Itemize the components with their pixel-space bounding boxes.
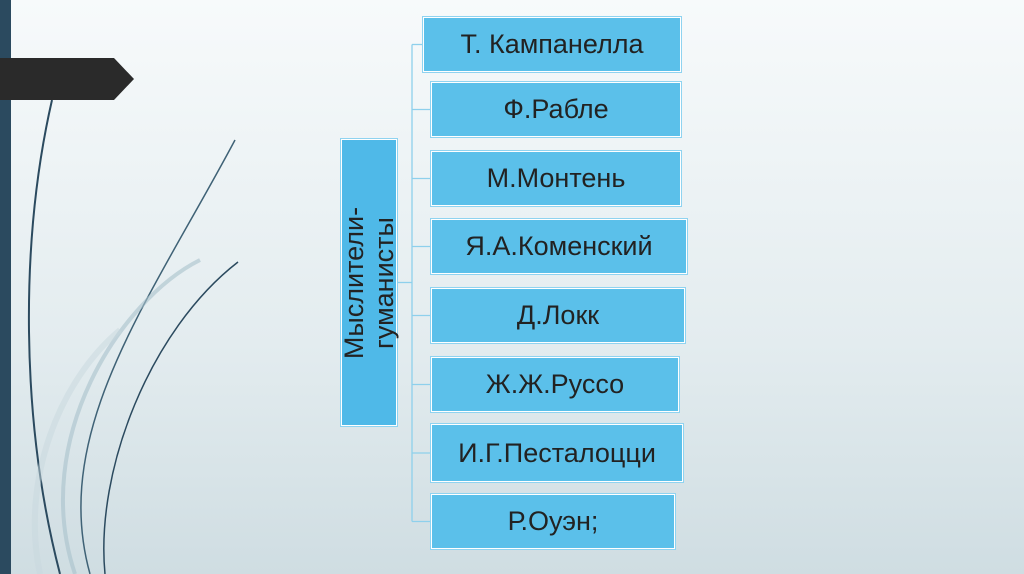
item-box-4: Я.А.Коменский bbox=[431, 219, 687, 274]
item-box-2: Ф.Рабле bbox=[431, 82, 681, 137]
root-label-line1: Мыслители- bbox=[339, 206, 369, 359]
root-label-line2: гуманисты bbox=[369, 216, 399, 349]
arrow-tab-icon bbox=[0, 58, 134, 100]
item-box-6: Ж.Ж.Руссо bbox=[431, 357, 679, 412]
item-box-5: Д.Локк bbox=[431, 288, 685, 343]
root-box: Мыслители- гуманисты bbox=[339, 139, 399, 426]
item-box-1: Т. Кампанелла bbox=[423, 17, 681, 72]
item-box-3: М.Монтень bbox=[431, 151, 681, 206]
item-box-8: Р.Оуэн; bbox=[431, 494, 675, 549]
root-label: Мыслители- гуманисты bbox=[339, 206, 399, 358]
item-box-7: И.Г.Песталоцци bbox=[431, 424, 683, 482]
left-accent-bar bbox=[0, 0, 11, 574]
